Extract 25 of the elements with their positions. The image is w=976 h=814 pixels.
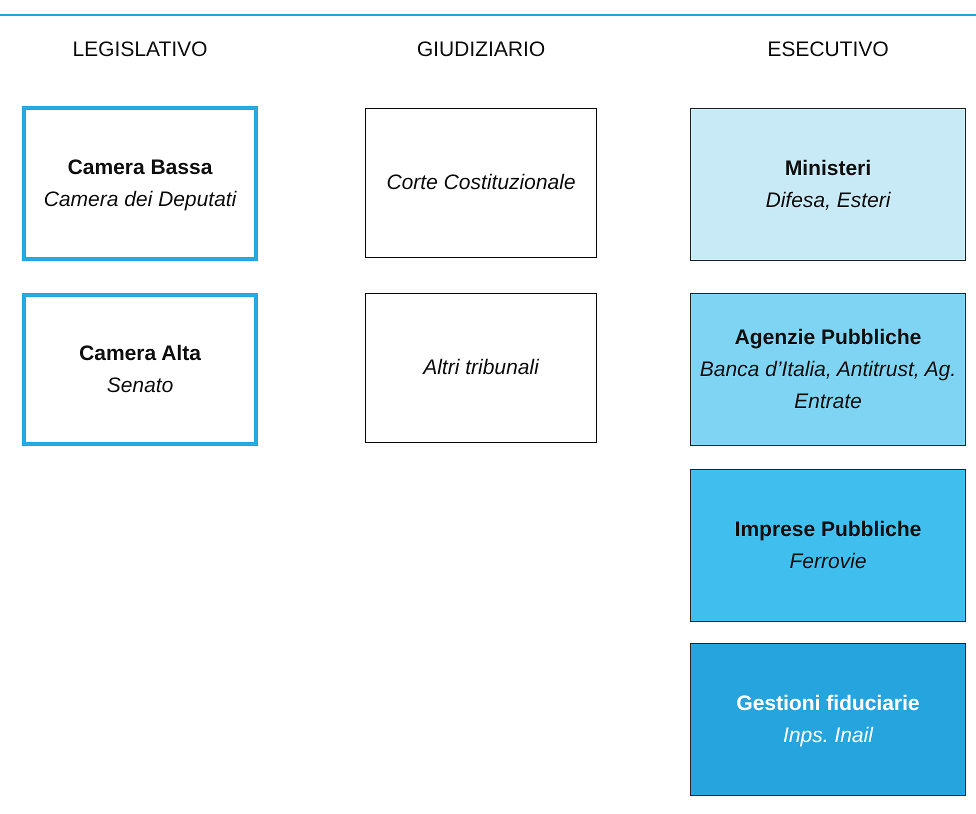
column-heading: ESECUTIVO [766, 38, 890, 62]
box-title: Camera Bassa [68, 154, 212, 180]
box-title: Imprese Pubbliche [734, 516, 922, 542]
institution-box [365, 293, 597, 443]
box-subtitle: Inps. Inail [783, 722, 873, 748]
box-subtitle: Banca d’Italia, Antitrust, Ag. Entrate [698, 356, 958, 414]
institution-box [690, 293, 966, 446]
box-title: Ministeri [784, 156, 872, 182]
box-subtitle: Difesa, Esteri [766, 188, 890, 214]
column-heading: GIUDIZIARIO [416, 38, 546, 62]
box-subtitle: Ferrovie [789, 548, 867, 574]
box-title: Camera Alta [79, 340, 201, 366]
box-subtitle: Camera dei Deputati [44, 186, 236, 212]
institution-box [22, 293, 258, 446]
box-subtitle: Altri tribunali [423, 355, 539, 381]
box-subtitle: Corte Costituzionale [386, 170, 576, 196]
institution-box [365, 108, 597, 258]
column-heading: LEGISLATIVO [72, 38, 208, 62]
box-title: Gestioni fiduciarie [736, 690, 920, 716]
institution-box [690, 469, 966, 622]
institution-box [22, 106, 258, 261]
box-title: Agenzie Pubbliche [734, 324, 922, 350]
institution-box [690, 643, 966, 796]
institution-box [690, 108, 966, 261]
box-subtitle: Senato [106, 372, 174, 398]
